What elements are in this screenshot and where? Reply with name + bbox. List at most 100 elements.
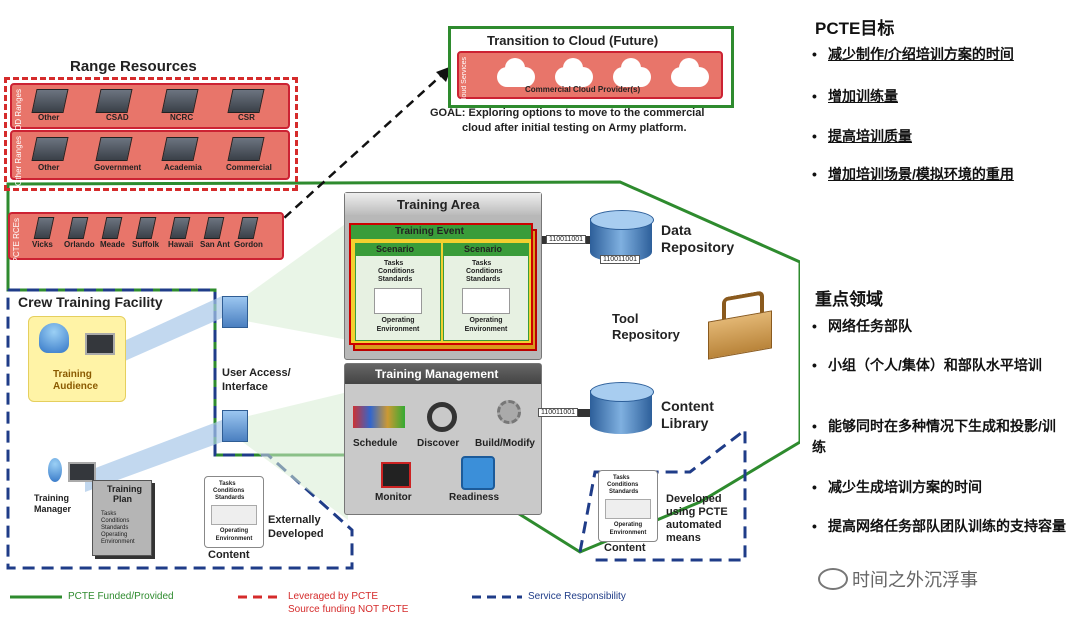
focus-title: 重点领域 xyxy=(815,290,883,309)
manager-label: Training xyxy=(34,493,70,503)
developed-content-boundary xyxy=(578,426,747,562)
rce-item: Meade xyxy=(100,240,125,249)
cloud-box: Transition to Cloud (Future) Cloud Servi… xyxy=(448,26,734,108)
plan-item: Conditions xyxy=(101,518,130,524)
pcte-developed-label: means xyxy=(666,532,701,544)
schedule-icon xyxy=(353,406,405,428)
other-item: Academia xyxy=(164,163,202,172)
database-icon xyxy=(590,382,654,440)
content-scroll: Tasks Conditions Standards Operating Env… xyxy=(204,476,264,548)
training-area-title: Training Area xyxy=(397,197,480,212)
legend-blue: Service Responsibility xyxy=(528,591,626,602)
cloud-title: Transition to Cloud (Future) xyxy=(487,33,659,48)
audience-beam xyxy=(100,296,222,372)
plan-item: Tasks xyxy=(101,511,117,517)
cloud-provider: Commercial Cloud Provider(s) xyxy=(525,85,641,94)
content-library-label: Content xyxy=(661,398,714,414)
other-ranges-row: Other Ranges Other Government Academia C… xyxy=(10,130,290,186)
cloud-icon xyxy=(613,58,651,87)
externally-developed-label: Externally xyxy=(268,514,321,526)
gear-icon xyxy=(497,400,521,424)
pcte-diagram: Range Resources DOD Ranges Other CSAD NC… xyxy=(4,26,800,615)
scenario-card: Scenario Tasks Conditions Standards Oper… xyxy=(355,243,441,341)
rce-item: Vicks xyxy=(32,240,53,249)
training-area-header xyxy=(345,193,541,215)
tcs-line: Conditions xyxy=(378,268,415,275)
data-repo-label: Data xyxy=(661,222,692,238)
plan-item: Environment xyxy=(101,539,135,545)
readiness-icon xyxy=(461,456,495,490)
pcte-developed-label: using PCTE xyxy=(666,506,728,518)
scenario-title: Scenario xyxy=(464,244,503,254)
scenario-map-image xyxy=(374,288,422,314)
other-item: Government xyxy=(94,163,142,172)
data-binary: 110011001 xyxy=(600,255,640,264)
cloud-icon xyxy=(671,58,709,87)
cloud-goal-line2: cloud after initial testing on Army plat… xyxy=(462,122,687,134)
other-item: Commercial xyxy=(226,163,272,172)
access-point-icon xyxy=(222,410,248,442)
content-scroll: Tasks Conditions Standards Operating Env… xyxy=(598,470,658,542)
focus-item: •能够同时在多种情况下生成和投影/训练 xyxy=(812,418,1056,455)
focus-item: •网络任务部队 xyxy=(812,318,912,334)
laptop-icon xyxy=(85,333,115,355)
laptop-icon xyxy=(68,462,96,482)
cloud-services-label: Cloud Services xyxy=(461,57,468,105)
cloud-icon xyxy=(497,58,535,87)
data-repo-label: Repository xyxy=(661,239,735,255)
goal-item: •增加训练量 xyxy=(812,88,898,104)
tcs-line: Conditions xyxy=(213,488,245,494)
diagram-lines xyxy=(6,66,800,599)
data-binary: 110011001 xyxy=(546,235,586,244)
database-icon xyxy=(590,210,654,268)
other-ranges-label: Other Ranges xyxy=(14,136,23,186)
goal-item: •提高培训质量 xyxy=(812,128,912,144)
audience-label: Training xyxy=(53,369,92,380)
focus-item: •减少生成培训方案的时间 xyxy=(812,479,982,495)
training-event-card: Training Event Scenario Tasks Conditions… xyxy=(349,223,533,345)
content-library-label: Library xyxy=(661,415,709,431)
op-env-label: Operating Environment xyxy=(215,528,253,542)
dod-ranges-row: DOD Ranges Other CSAD NCRC CSR xyxy=(10,83,290,137)
tcs-line: Tasks xyxy=(613,475,630,481)
pcte-developed-label: automated xyxy=(666,519,722,531)
wechat-icon xyxy=(818,568,848,590)
legend-green: PCTE Funded/Provided xyxy=(68,591,174,602)
tcs-line: Tasks xyxy=(384,260,404,267)
goal-item: •增加培训场景/模拟环境的重用 xyxy=(812,166,1014,182)
training-event-title: Training Event xyxy=(395,226,464,237)
dod-item: CSR xyxy=(238,113,255,122)
plan-item: Operating xyxy=(101,532,128,538)
content-map-image xyxy=(605,499,651,519)
monitor-icon xyxy=(381,462,411,488)
rce-item: Suffolk xyxy=(132,240,160,249)
training-management-beam xyxy=(240,392,348,520)
tm-item: Build/Modify xyxy=(475,438,535,449)
focus-item: •小组（个人/集体）和部队水平培训 xyxy=(812,357,1042,373)
tcs-line: Standards xyxy=(378,276,413,283)
op-env-label: Operating Environment xyxy=(609,522,647,536)
content-label: Content xyxy=(604,542,646,554)
op-env-label: Operating Environment xyxy=(464,317,508,333)
scenario-map-image xyxy=(462,288,510,314)
cloud-goal-line1: GOAL: Exploring options to move to the c… xyxy=(430,107,705,119)
range-resources-title: Range Resources xyxy=(70,58,197,75)
scenario-card: Scenario Tasks Conditions Standards Oper… xyxy=(443,243,529,341)
dod-item: CSAD xyxy=(106,113,129,122)
manager-beam xyxy=(85,420,222,492)
training-area-beam xyxy=(240,222,348,340)
rce-item: Hawaii xyxy=(168,240,194,249)
goal-item: •减少制作/介绍培训方案的时间 xyxy=(812,46,1014,62)
dod-item: Other xyxy=(38,113,60,122)
access-point-icon xyxy=(222,296,248,328)
cloud-services: Cloud Services Commercial Cloud Provider… xyxy=(457,51,723,104)
pcte-developed-label: Developed xyxy=(666,493,722,505)
manager-label: Manager xyxy=(34,504,72,514)
scenario-title: Scenario xyxy=(376,244,415,254)
plan-title: Plan xyxy=(113,494,133,504)
legend-red: Leveraged by PCTE xyxy=(288,591,379,602)
plan-title: Training xyxy=(107,484,143,494)
pcte-rces-row: PCTE RCEs Vicks Orlando Meade Suffolk Ha… xyxy=(8,212,284,262)
user-access-label: Interface xyxy=(222,381,268,393)
plan-item: Standards xyxy=(101,525,129,531)
